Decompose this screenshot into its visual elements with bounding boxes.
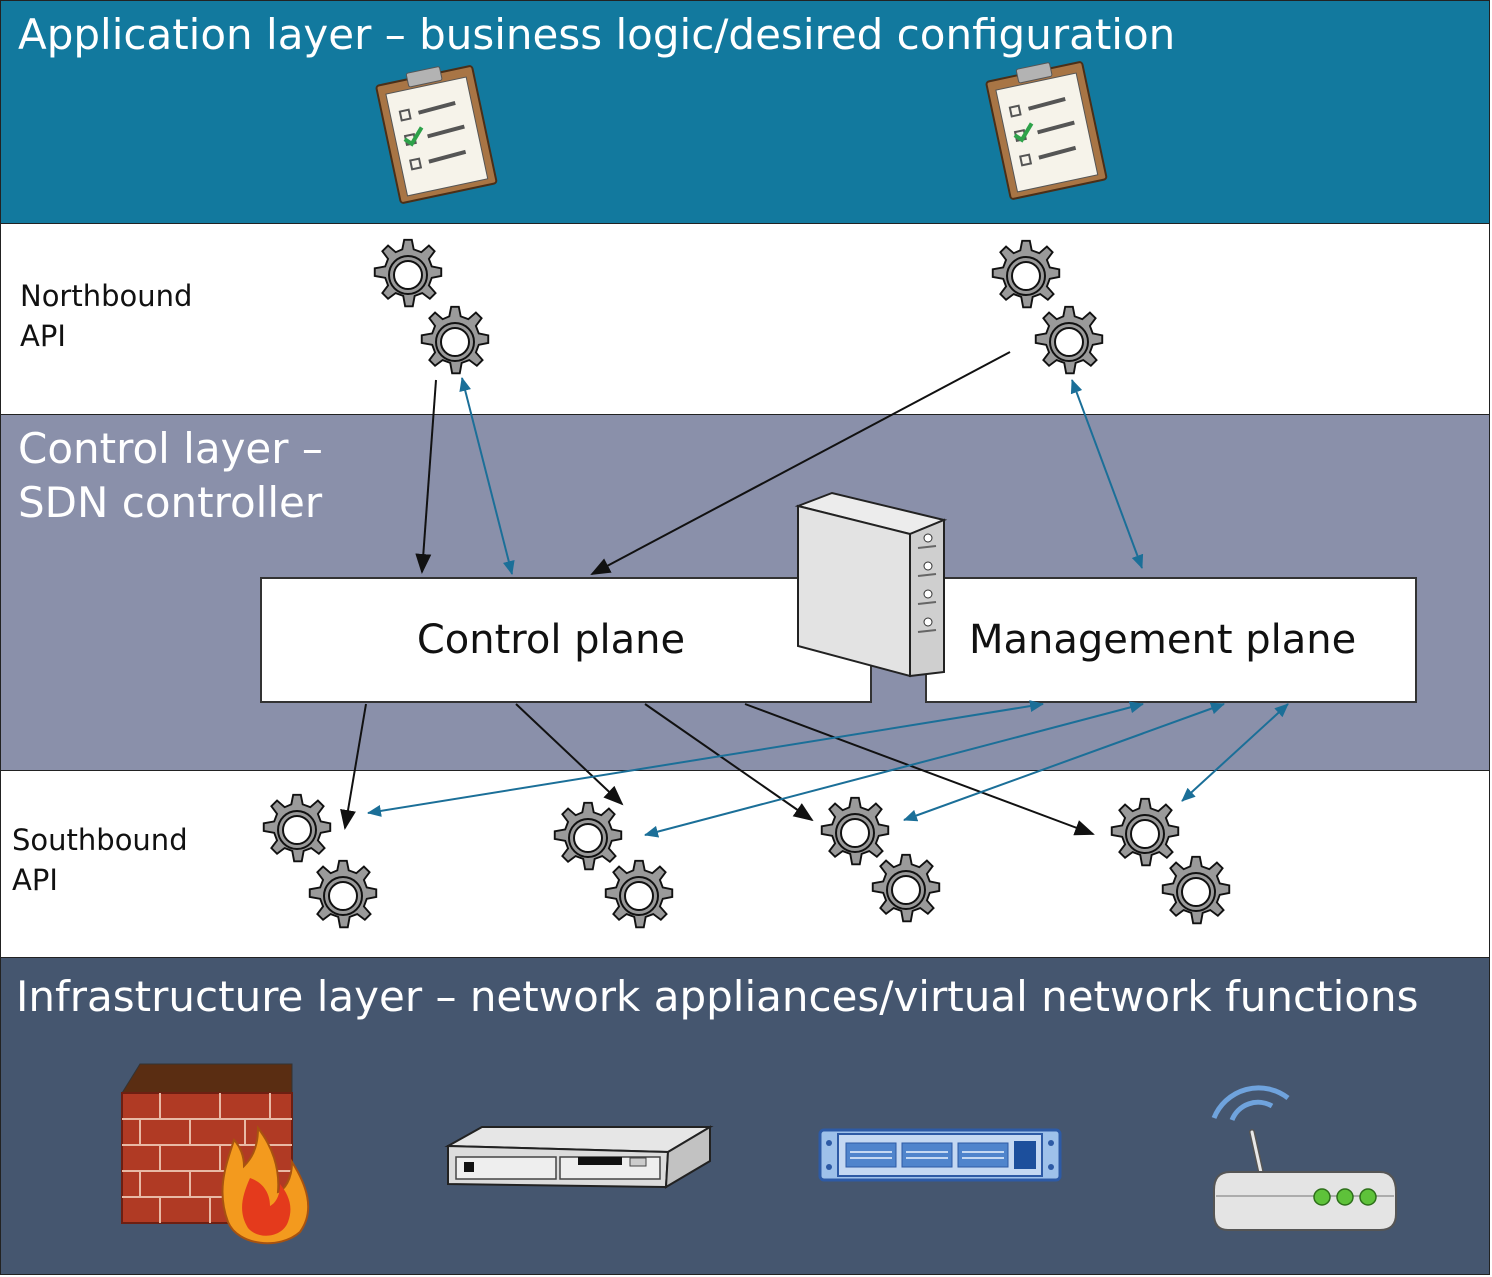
- clipboard-checklist-icon: [372, 57, 499, 206]
- clipboard-checklist-icon: [982, 53, 1109, 202]
- management-southbound-bidirectional-arrow: [1181, 703, 1289, 802]
- northbound-management-bidirectional-arrow: [1070, 379, 1144, 569]
- server-icon: [794, 491, 948, 678]
- control-layer-title: Control layer – SDN controller: [18, 422, 438, 530]
- northbound-api-label: Northbound API: [20, 276, 192, 356]
- firewall-icon: [121, 1063, 310, 1245]
- gears-icon: [1110, 797, 1231, 925]
- control-to-southbound-arrow: [340, 703, 367, 830]
- northbound-to-control-arrow: [590, 351, 1011, 575]
- control-layer-title-line2: SDN controller: [18, 478, 323, 527]
- southbound-label-line2: API: [12, 863, 58, 897]
- wireless-router-icon: [1211, 1085, 1397, 1231]
- gears-icon: [820, 796, 941, 923]
- control-to-southbound-arrow: [515, 703, 624, 806]
- application-layer-title: Application layer – business logic/desir…: [18, 10, 1176, 59]
- northbound-label-line1: Northbound: [20, 279, 193, 313]
- control-plane-label: Control plane: [416, 617, 686, 663]
- northbound-to-control-arrow: [415, 379, 437, 574]
- northbound-control-bidirectional-arrow: [459, 377, 515, 575]
- application-layer-band: [0, 0, 1490, 224]
- infrastructure-layer-title: Infrastructure layer – network appliance…: [16, 972, 1419, 1021]
- northbound-label-line2: API: [20, 319, 66, 353]
- management-southbound-bidirectional-arrow: [644, 701, 1144, 838]
- management-southbound-bidirectional-arrow: [367, 700, 1044, 817]
- control-to-southbound-arrow: [644, 703, 814, 822]
- rack-switch-icon: [818, 1128, 1062, 1182]
- management-plane-label: Management plane: [969, 617, 1357, 663]
- southbound-api-label: Southbound API: [12, 820, 188, 900]
- gears-icon: [553, 801, 674, 929]
- northbound-api-band: [0, 223, 1490, 415]
- management-southbound-bidirectional-arrow: [903, 702, 1225, 822]
- southbound-label-line1: Southbound: [12, 823, 188, 857]
- control-plane-box: Control plane: [260, 577, 872, 703]
- gears-icon: [373, 238, 490, 375]
- gears-icon: [262, 793, 378, 929]
- network-appliance-icon: [444, 1125, 714, 1189]
- management-plane-box: Management plane: [925, 577, 1417, 703]
- control-layer-title-line1: Control layer –: [18, 424, 323, 473]
